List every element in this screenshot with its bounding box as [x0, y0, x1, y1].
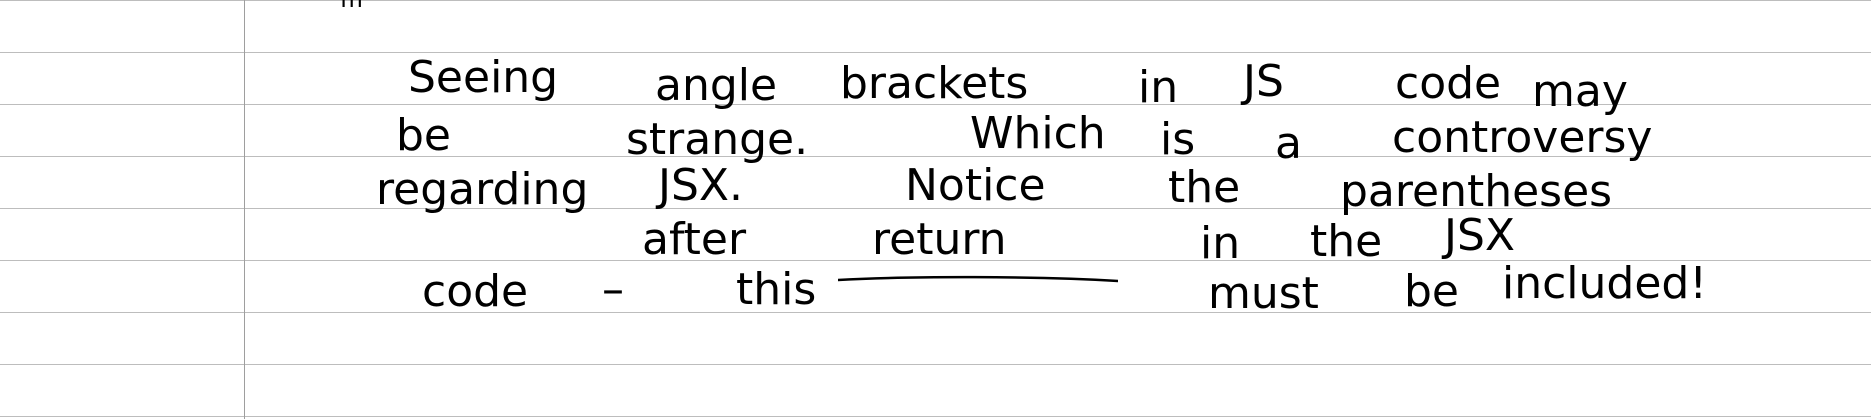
word: – [602, 264, 624, 315]
word: Notice [905, 160, 1046, 211]
word: JSX [1444, 210, 1516, 261]
ruled-line [0, 156, 1871, 157]
ruled-line [0, 416, 1871, 417]
word: brackets [840, 58, 1029, 109]
word: code [422, 266, 529, 317]
word: controversy [1392, 112, 1653, 163]
word: parentheses [1340, 166, 1613, 217]
quote-marker: ''' [340, 0, 365, 26]
ruled-line [0, 52, 1871, 53]
word: this [736, 264, 817, 315]
word: after [642, 214, 747, 265]
word: JSX. [658, 160, 744, 211]
word: Which [970, 108, 1106, 159]
ruled-line [0, 208, 1871, 209]
word: angle [655, 60, 778, 111]
word: strange. [626, 114, 809, 165]
margin-line [244, 0, 245, 419]
ruled-line [0, 260, 1871, 261]
word: regarding [376, 164, 589, 215]
word: be [1404, 266, 1459, 317]
word: must [1208, 268, 1319, 319]
word: included! [1502, 258, 1707, 309]
word: is [1160, 114, 1196, 165]
word: the [1168, 162, 1241, 213]
ruled-line [0, 104, 1871, 105]
ruled-line [0, 364, 1871, 365]
word: may [1532, 66, 1628, 117]
word: in [1200, 218, 1241, 269]
word: in [1138, 62, 1179, 113]
word: a [1275, 118, 1302, 169]
word: Seeing [408, 52, 559, 103]
word: be [396, 110, 451, 161]
word: JS [1243, 56, 1284, 107]
underline-stroke [838, 275, 1118, 283]
word: code [1395, 58, 1502, 109]
ruled-line [0, 0, 1871, 1]
word: the [1310, 216, 1383, 267]
word: return [872, 214, 1007, 265]
ruled-line [0, 312, 1871, 313]
